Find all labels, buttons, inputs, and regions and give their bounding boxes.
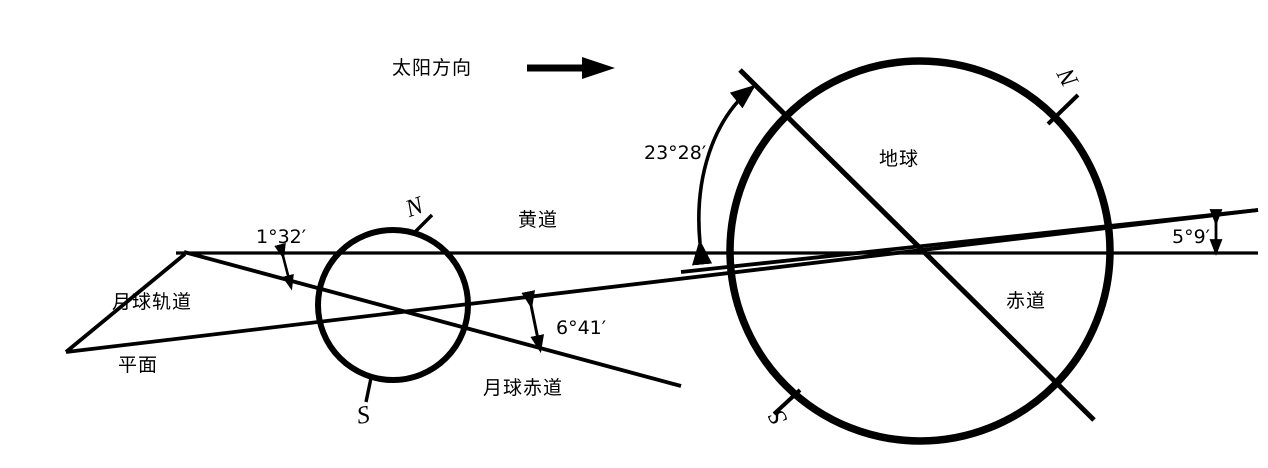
earth-axial-tilt-label: 23°28′	[644, 142, 707, 164]
moon-orbit-plane-label-line2: 平面	[118, 354, 159, 376]
moon-orbit-ecliptic-right-label: 5°9′	[1172, 226, 1210, 248]
ecliptic-label: 黄道	[518, 209, 559, 231]
moon-circle	[315, 227, 471, 383]
earth-south-pole-tick	[772, 388, 802, 416]
moon-equator-inclination-arrow	[521, 290, 544, 354]
earth-axial-tilt-arc-arrow	[692, 84, 756, 266]
moon-orbit-plane-label-line1: 月球轨道	[112, 291, 193, 313]
moon-equator-label: 月球赤道	[483, 377, 564, 399]
sun-direction-arrow-icon	[527, 57, 615, 79]
moon-south-pole-tick	[364, 377, 373, 403]
sun-direction-label: 太阳方向	[392, 57, 473, 79]
moon-equator-inclination-label: 6°41′	[556, 317, 607, 339]
earth-north-pole-tick	[1046, 93, 1080, 126]
moon-equator-line	[183, 250, 682, 388]
moon-orbit-plane-line	[65, 208, 1259, 354]
moon-orbit-inclination-label: 1°32′	[256, 226, 307, 248]
moon-orbit-inclination-arrow	[274, 242, 294, 291]
earth-equator-line	[680, 208, 1259, 274]
moon-orbit-plane-line-left	[64, 252, 187, 354]
moon-north-pole-tick	[411, 213, 434, 236]
earth-body-label: 地球	[879, 148, 920, 170]
earth-equator-label: 赤道	[1006, 290, 1047, 312]
earth-axis-line	[738, 68, 1096, 422]
